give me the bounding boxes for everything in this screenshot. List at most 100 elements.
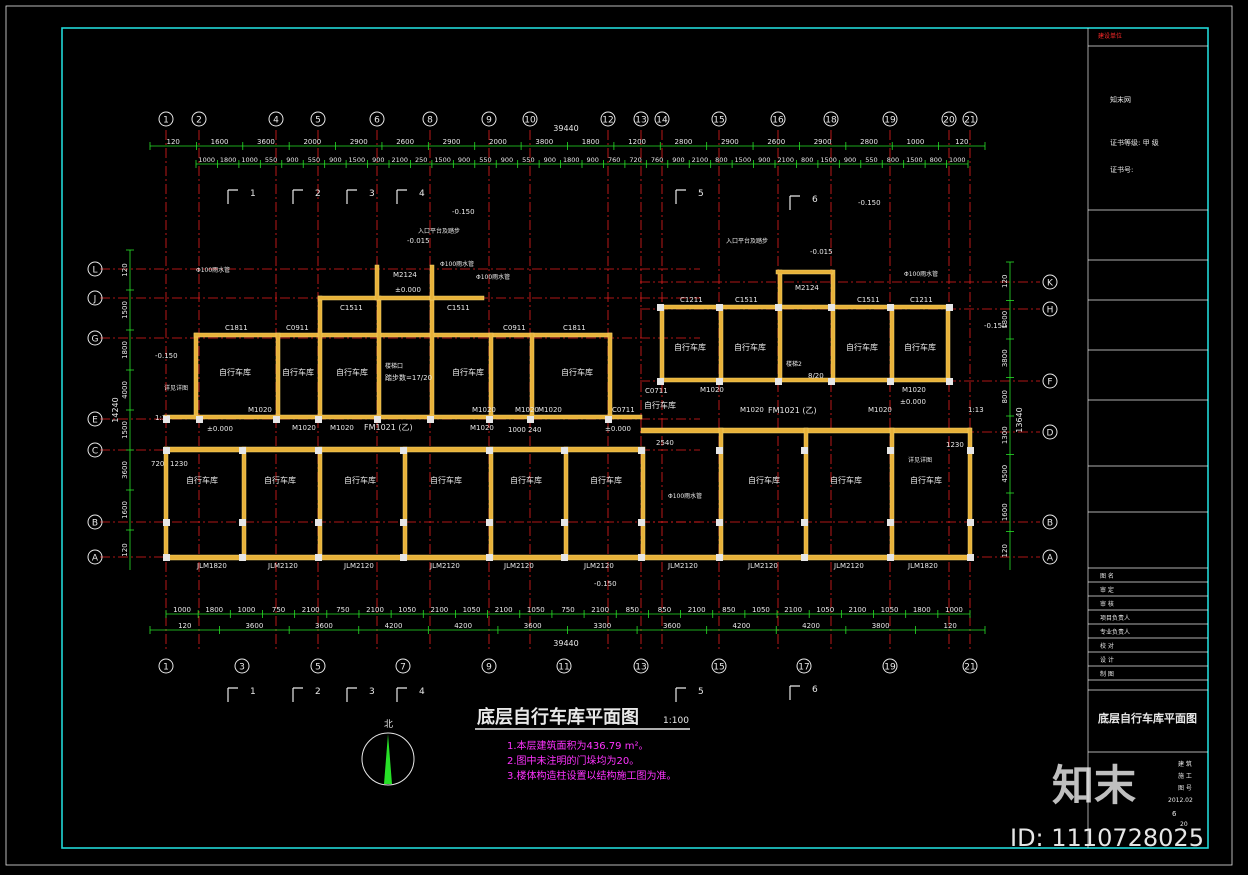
wall-segment xyxy=(640,446,646,560)
title-block xyxy=(1087,28,1208,848)
window-c1511-label: C1511 xyxy=(340,304,363,312)
dim-text: 750 xyxy=(561,606,574,614)
window-c1211-label: C1211 xyxy=(680,296,703,304)
door-m1020-label: M1020 xyxy=(515,406,539,414)
room-label: 自行车库 xyxy=(910,475,942,485)
door-jlm2120-label: JLM2120 xyxy=(747,562,778,570)
dim-text: 1050 xyxy=(463,606,481,614)
wall-segment xyxy=(275,332,281,420)
section-mark xyxy=(396,189,407,204)
pipe-note-2: Φ100雨水管 xyxy=(440,260,474,268)
column xyxy=(828,378,835,385)
wall-segment xyxy=(376,295,382,420)
wall-segment xyxy=(429,295,485,301)
dim-text: 800 xyxy=(1001,390,1009,403)
wall-segment xyxy=(830,269,836,383)
section-mark-label: 1 xyxy=(250,687,256,697)
wall-segment xyxy=(659,377,951,383)
tb-sheet-total: 20 xyxy=(1180,821,1188,828)
column xyxy=(946,304,953,311)
dim-text: 120 xyxy=(944,622,957,630)
dim-text: 760 xyxy=(651,156,663,164)
tb-cert-no: 证书号: xyxy=(1110,165,1133,174)
door-m1020-label: M1020 xyxy=(292,424,316,432)
tb-row-label: 审 定 xyxy=(1100,586,1114,594)
axis-bubble xyxy=(422,111,438,127)
column xyxy=(527,416,534,423)
dim-text: 4200 xyxy=(454,622,472,630)
stair-label-right: 楼梯2 xyxy=(786,360,802,368)
tb-header: 建设单位 xyxy=(1098,32,1122,40)
section-mark-label: 6 xyxy=(812,195,818,205)
axis-bubble xyxy=(87,290,103,306)
wall-segment xyxy=(659,304,951,310)
stair-count-left: 踏步数=17/20 xyxy=(385,373,432,382)
wall-segment xyxy=(193,332,613,338)
axis-bubble xyxy=(1042,424,1058,440)
tb-sheet-title: 底层自行车库平面图 xyxy=(1098,711,1197,725)
axis-bubble xyxy=(711,111,727,127)
column xyxy=(400,447,407,454)
room-label: 自行车库 xyxy=(846,342,878,352)
column xyxy=(315,519,322,526)
column xyxy=(657,304,664,311)
dim-text: 1300 xyxy=(1001,426,1009,444)
axis-bubble-label: 7 xyxy=(400,663,406,673)
wall-segment xyxy=(402,446,408,560)
dim-text: 2100 xyxy=(430,606,448,614)
dim-text: 1800 xyxy=(121,341,129,359)
column xyxy=(427,416,434,423)
tb-cell: 施 工 xyxy=(1178,772,1192,780)
window-c1211-label: C1211 xyxy=(910,296,933,304)
tb-cell: 建 筑 xyxy=(1178,760,1192,768)
axis-bubble xyxy=(87,442,103,458)
wall-segment xyxy=(241,446,247,560)
room-label: 自行车库 xyxy=(336,367,368,377)
dim-text: 900 xyxy=(758,156,770,164)
dim-text: 1000 xyxy=(907,138,925,146)
column xyxy=(967,447,974,454)
wall-segment xyxy=(777,269,783,383)
axis-bubble xyxy=(941,111,957,127)
room-label: 自行车库 xyxy=(186,475,218,485)
note-2: 2.图中未注明的门垛均为20。 xyxy=(507,754,639,767)
wall-segment xyxy=(317,295,431,301)
column xyxy=(887,447,894,454)
dim-text: 2000 xyxy=(489,138,507,146)
wall-segment xyxy=(163,414,643,420)
dim-text: 120 xyxy=(121,263,129,276)
axis-bubble-label: 17 xyxy=(798,663,809,673)
axis-bubble xyxy=(556,658,572,674)
axis-bubble-label: A xyxy=(92,554,99,564)
axis-bubble-label: 1 xyxy=(163,663,169,673)
axis-bubble xyxy=(158,658,174,674)
axis-bubble-label: L xyxy=(92,266,97,276)
axis-bubble-label: 21 xyxy=(964,116,975,126)
axis-bubble-label: F xyxy=(1047,378,1052,388)
elev-left-corr: ±0.000 xyxy=(207,425,233,433)
door-fm-left: FM1021 (乙) xyxy=(364,423,413,432)
tb-company: 知末网 xyxy=(1110,95,1131,104)
section-mark xyxy=(789,685,800,700)
axis-bubble xyxy=(268,111,284,127)
axis-bubble xyxy=(962,658,978,674)
dim-720: 720 xyxy=(151,460,164,468)
dim-text: 900 xyxy=(672,156,684,164)
dim-text: 900 xyxy=(501,156,513,164)
axis-bubble xyxy=(158,111,174,127)
axis-grid xyxy=(100,130,1040,650)
axis-bubble-label: 1 xyxy=(163,116,169,126)
dim-text: 2100 xyxy=(777,156,794,164)
column xyxy=(967,554,974,561)
wall-segment xyxy=(775,269,834,275)
dim-text: 1500 xyxy=(434,156,451,164)
dim-1000-240: 1000 240 xyxy=(508,426,541,434)
drawing-frame xyxy=(61,27,1209,849)
wall-segment xyxy=(945,304,951,383)
column xyxy=(163,519,170,526)
section-mark-label: 6 xyxy=(812,685,818,695)
dim-text: 1050 xyxy=(881,606,899,614)
column xyxy=(638,554,645,561)
axis-bubble-label: 8 xyxy=(427,116,433,126)
section-mark-label: 3 xyxy=(369,687,375,697)
